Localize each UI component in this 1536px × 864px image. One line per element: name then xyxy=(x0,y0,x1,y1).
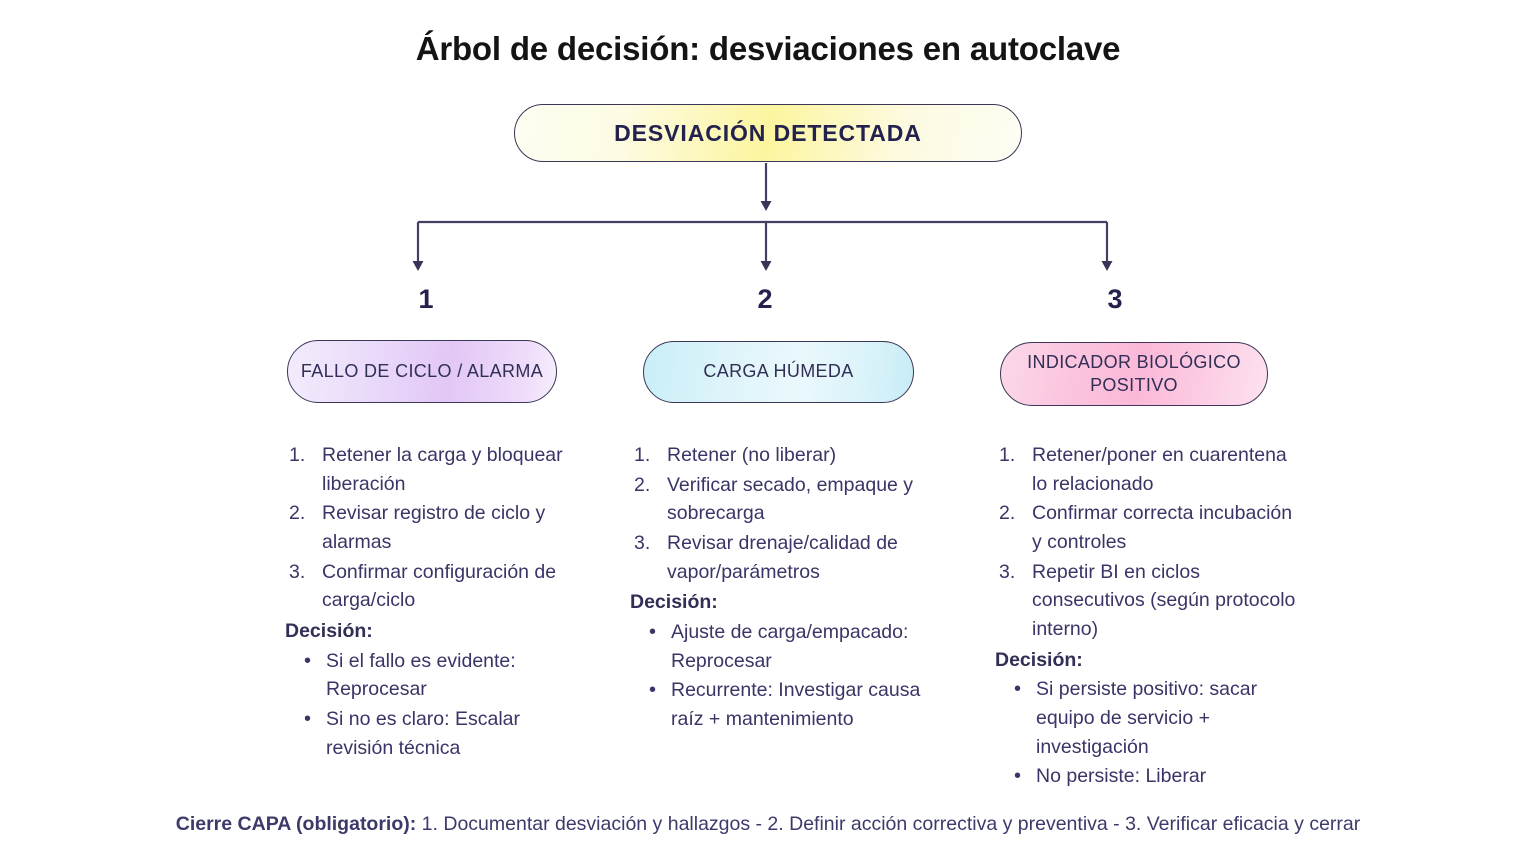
branch-node-indicador-biologico[interactable]: INDICADOR BIOLÓGICO POSITIVO xyxy=(1000,342,1268,406)
decision-list-1: Si el fallo es evidente: Reprocesar Si n… xyxy=(285,647,585,763)
list-item: Si persiste positivo: sacar equipo de se… xyxy=(1014,675,1305,761)
steps-list-1: Retener la carga y bloquear liberación R… xyxy=(285,441,585,615)
list-item: Recurrente: Investigar causa raíz + mant… xyxy=(649,676,930,733)
list-item: Retener la carga y bloquear liberación xyxy=(289,441,563,495)
list-item: No persiste: Liberar xyxy=(1014,762,1305,791)
list-item: Verificar secado, empaque y sobrecarga xyxy=(634,471,914,525)
list-item: Si no es claro: Escalar revisión técnica xyxy=(304,705,585,762)
list-item: Confirmar configuración de carga/ciclo xyxy=(289,558,557,612)
branch-details-3: Retener/poner en cuarentena lo relaciona… xyxy=(995,441,1305,792)
branch-number-1: 1 xyxy=(391,268,461,331)
footer-label: Cierre CAPA (obligatorio): xyxy=(175,813,417,835)
root-node[interactable]: DESVIACIÓN DETECTADA xyxy=(514,104,1022,162)
branch-details-1: Retener la carga y bloquear liberación R… xyxy=(285,441,585,763)
branch-node-2-label: CARGA HÚMEDA xyxy=(703,361,854,382)
decision-label-2: Decisión: xyxy=(630,591,718,614)
list-item: Revisar registro de ciclo y alarmas xyxy=(289,499,546,553)
list-item: Confirmar correcta incubación y controle… xyxy=(999,499,1293,553)
list-item: Retener/poner en cuarentena lo relaciona… xyxy=(999,441,1287,495)
branch-node-carga-humeda[interactable]: CARGA HÚMEDA xyxy=(643,341,914,403)
branch-node-1-label: FALLO DE CICLO / ALARMA xyxy=(300,360,544,381)
decision-label-1: Decisión: xyxy=(285,619,373,642)
root-node-label: DESVIACIÓN DETECTADA xyxy=(614,119,922,146)
branch-number-2: 2 xyxy=(730,268,800,331)
list-item: Retener (no liberar) xyxy=(634,441,837,469)
branch-number-2-label: 2 xyxy=(757,284,773,314)
branch-node-fallo-de-ciclo[interactable]: FALLO DE CICLO / ALARMA xyxy=(287,340,557,403)
decision-list-2: Ajuste de carga/empacado: Reprocesar Rec… xyxy=(630,618,930,734)
branch-number-3-label: 3 xyxy=(1107,284,1123,314)
branch-number-3: 3 xyxy=(1080,268,1150,331)
steps-list-3: Retener/poner en cuarentena lo relaciona… xyxy=(995,441,1305,644)
footer-text: 1. Documentar desviación y hallazgos - 2… xyxy=(416,813,1361,835)
decision-list-3: Si persiste positivo: sacar equipo de se… xyxy=(995,675,1305,791)
page-title: Árbol de decisión: desviaciones en autoc… xyxy=(415,30,1121,67)
list-item: Repetir BI en ciclos consecutivos (según… xyxy=(999,558,1296,640)
branch-number-1-label: 1 xyxy=(418,284,434,314)
list-item: Revisar drenaje/calidad de vapor/parámet… xyxy=(634,529,898,583)
footer-capa: Cierre CAPA (obligatorio): 1. Documentar… xyxy=(0,813,1536,836)
branch-node-3-label: INDICADOR BIOLÓGICO POSITIVO xyxy=(1027,351,1241,395)
branch-details-2: Retener (no liberar) Verificar secado, e… xyxy=(630,441,930,735)
list-item: Ajuste de carga/empacado: Reprocesar xyxy=(649,618,930,675)
decision-label-3: Decisión: xyxy=(995,648,1083,671)
list-item: Si el fallo es evidente: Reprocesar xyxy=(304,647,585,704)
steps-list-2: Retener (no liberar) Verificar secado, e… xyxy=(630,441,930,586)
